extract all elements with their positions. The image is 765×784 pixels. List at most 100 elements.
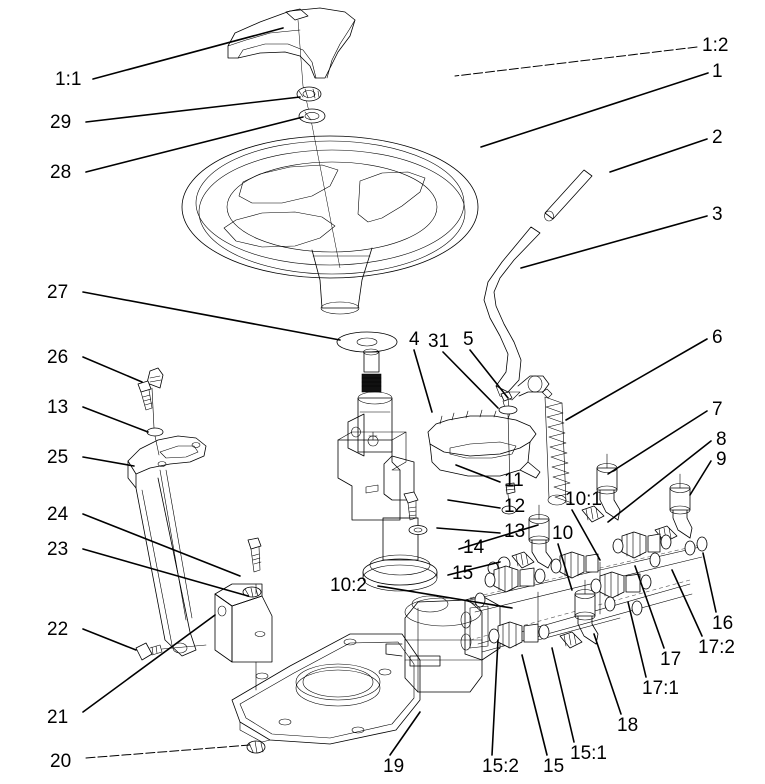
callout-label-23: 23 [47,539,69,560]
callout-label-15: 15 [452,563,474,584]
leader-line-21 [82,614,216,713]
leader-line-12 [447,499,501,509]
callout-label-6: 6 [712,327,723,348]
leader-line-29 [85,96,301,123]
part-rod-3 [483,226,550,401]
callout-label-10: 10 [552,523,574,544]
leader-line-26 [82,356,143,383]
part-horn-pad [227,7,356,79]
part-washer-27 [336,331,398,353]
callout-label-31: 31 [428,331,450,352]
leader-line-17 [634,565,665,649]
leader-line-10-2 [377,585,513,609]
callout-label-15-2: 15:2 [482,756,519,777]
leader-line-1-1 [92,27,284,80]
callout-label-15-1: 15:1 [570,743,607,764]
leader-line-1-2 [454,46,698,77]
callout-label-18: 18 [617,715,639,736]
callout-label-17-1: 17:1 [642,678,679,699]
callout-label-1-2: 1:2 [702,35,729,56]
callout-label-2: 2 [712,127,723,148]
part-small-washers [474,536,708,616]
part-pedal-arm-25 [127,367,207,657]
part-elbow-9 [654,473,693,543]
part-union-17 [612,531,672,559]
callout-label-28: 28 [50,162,72,183]
leader-line-17-1 [627,601,647,678]
leader-line-25 [82,456,135,467]
callout-label-1-1: 1:1 [55,69,82,90]
leader-line-28 [85,116,304,173]
leader-line-15 [521,654,548,756]
callout-label-29: 29 [50,112,72,133]
part-cover-31 [427,409,541,479]
part-washer-28 [298,108,326,124]
leader-line-20 [85,744,251,759]
part-elbow-10 [487,504,553,575]
callout-label-4: 4 [409,329,420,350]
leader-line-23 [82,548,249,597]
leader-line-27 [82,291,341,341]
callout-label-22: 22 [47,619,69,640]
part-mounting-plate [231,633,421,745]
callout-label-10-1: 10:1 [565,489,602,510]
leader-line-11 [455,464,501,483]
leader-line-7 [607,410,708,475]
callout-label-20: 20 [50,751,72,772]
callout-label-8: 8 [716,429,727,450]
part-washer-13b [408,525,428,535]
leader-line-1 [480,72,709,148]
callout-label-9: 9 [716,449,727,470]
leader-line-13 [436,527,501,534]
leader-line-9 [689,460,712,496]
leader-line-18 [593,633,622,715]
leader-line-16 [702,552,717,613]
callout-label-3: 3 [712,204,723,225]
callout-label-21: 21 [47,707,69,728]
callout-label-25: 25 [47,447,69,468]
callout-label-14: 14 [463,537,485,558]
callout-label-10-2: 10:2 [330,575,367,596]
callout-label-15: 15 [543,756,565,777]
part-fitting-15-upper [484,565,546,593]
part-union-7 [550,551,599,579]
callout-label-17-2: 17:2 [698,637,735,658]
leader-line-22 [82,628,137,651]
part-nut-29 [296,86,322,102]
center-axis [297,19,341,269]
leader-line-5 [469,349,509,399]
callout-label-26: 26 [47,347,69,368]
callout-label-11: 11 [504,470,524,491]
part-rod-2 [544,169,593,222]
leader-line-2 [609,138,708,173]
callout-label-12: 12 [504,496,526,517]
callout-leader-lines [82,27,717,759]
part-elbow-18 [559,579,599,649]
callout-label-7: 7 [712,399,723,420]
callout-label-13: 13 [504,521,526,542]
leader-line-10 [557,543,573,591]
callout-label-24: 24 [47,504,69,525]
part-elbow-8 [581,453,621,523]
leader-line-15 [447,561,501,576]
leader-line-4 [413,349,433,413]
callout-label-17: 17 [660,649,682,670]
part-union-17-1 [590,571,652,599]
part-bolt-22 [135,642,207,661]
leader-line-19 [389,711,421,756]
part-steering-wheel [181,135,479,315]
callout-label-19: 19 [383,756,405,777]
part-bolt-12 [403,491,419,521]
callout-label-16: 16 [712,613,734,634]
leader-line-3 [520,215,708,269]
hose-path-upper [469,544,701,599]
part-fitting-15 [488,621,550,649]
leader-line-17-2 [671,569,703,637]
part-nut-20 [246,661,266,754]
part-bracket-21 [214,583,273,663]
part-steering-valve-19 [385,595,501,693]
leader-line-13 [82,406,149,433]
leader-line-24 [82,513,241,577]
